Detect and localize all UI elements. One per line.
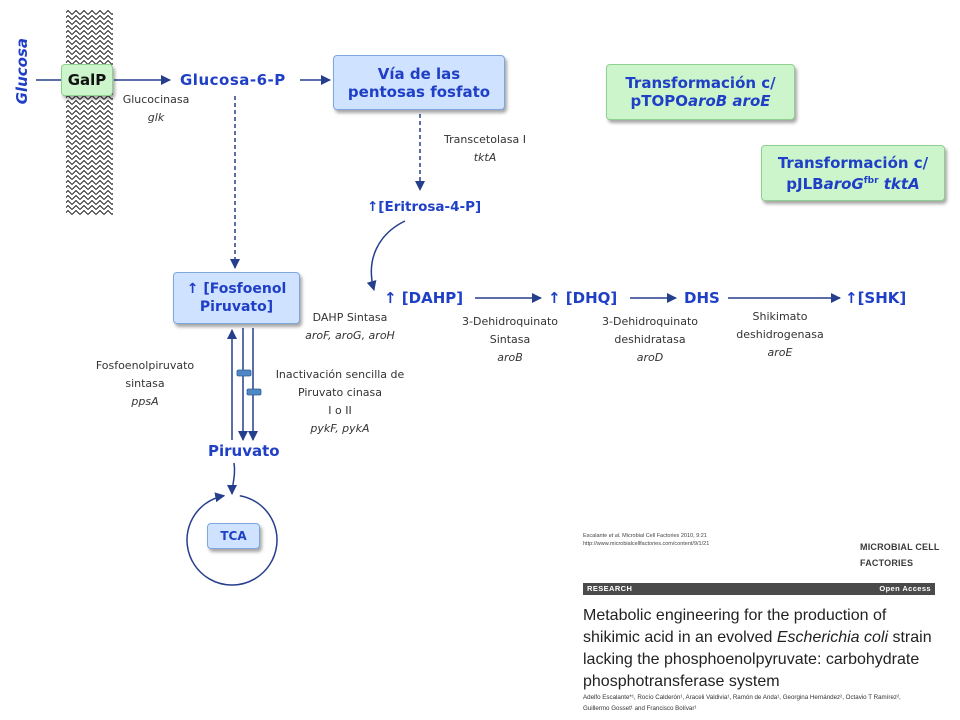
- transformation-1-plasmid: pTOPO: [630, 92, 688, 110]
- pyruvate-kinase-label: Inactivación sencilla de Piruvato cinasa…: [270, 366, 410, 438]
- pep-synthase-gene: ppsA: [131, 395, 159, 408]
- pep-line2: Piruvato]: [199, 299, 274, 315]
- paper-title-line2: shikimic acid in an evolved Escherichia …: [583, 627, 932, 649]
- dhq-dehydratase-line2: deshidratasa: [614, 333, 686, 346]
- dahp-synthase-label: DAHP Sintasa aroF, aroG, aroH: [280, 309, 420, 345]
- paper-citation-author: Escalante: [583, 533, 608, 539]
- erythrose-4-phosphate-label: ↑[Eritrosa-4-P]: [367, 199, 482, 215]
- ppp-line1: Vía de las: [377, 64, 461, 83]
- dhq-label: ↑ [DHQ]: [548, 289, 618, 307]
- shikimate-dehydrogenase-line1: Shikimato: [752, 310, 808, 323]
- transformation-2-line1: Transformación c/: [777, 153, 929, 172]
- pyruvate-kinase-line3: I o II: [328, 404, 352, 417]
- glucokinase-label: Glucocinasa glk: [86, 91, 226, 127]
- paper-authors-line2: Guillermo Gosset¹ and Francisco Bolívar¹: [583, 705, 697, 712]
- tca-cycle-icon: [186, 492, 278, 586]
- journal-name-line2: FACTORIES: [860, 558, 914, 568]
- paper-title-line2-b: strain: [892, 629, 932, 646]
- shikimate-dehydrogenase-line2: deshidrogenasa: [736, 328, 824, 341]
- transformation-2-line2: pJLBaroGfbr tktA: [786, 172, 919, 193]
- transketolase-label: Transcetolasa I tktA: [415, 131, 555, 167]
- transformation-2-gene-a-sup: fbr: [863, 175, 879, 186]
- dahp-label: ↑ [DAHP]: [384, 289, 464, 307]
- section-label: RESEARCH: [587, 584, 633, 593]
- inactivation-marker-2: [246, 388, 262, 396]
- pep-synthase-label: Fosfoenolpiruvato sintasa ppsA: [75, 357, 215, 411]
- glucose-label: Glucosa: [13, 38, 31, 105]
- dahp-synthase-genes: aroF, aroG, aroH: [305, 329, 395, 342]
- pep-synthase-line2: sintasa: [125, 377, 165, 390]
- paper-citation-rest: Microbial Cell Factories 2010, 9:21: [622, 533, 707, 539]
- transformation-2-gene-b: tktA: [883, 174, 920, 193]
- paper-title-line2-a: shikimic acid in an evolved: [583, 629, 773, 646]
- pyruvate-kinase-line1: Inactivación sencilla de: [275, 368, 405, 381]
- paper-header-inset: Escalante et al. Microbial Cell Factorie…: [580, 528, 939, 717]
- cell-membrane: [66, 10, 113, 215]
- transformation-1-genes: aroB aroE: [687, 92, 771, 110]
- transketolase-enzyme: Transcetolasa I: [444, 133, 526, 146]
- pyruvate-kinase-genes: pykF, pykA: [310, 422, 370, 435]
- glucokinase-gene: glk: [147, 111, 165, 124]
- glucokinase-enzyme: Glucocinasa: [122, 93, 190, 106]
- transketolase-gene: tktA: [473, 151, 497, 164]
- dhq-synthase-line2: Sintasa: [489, 333, 531, 346]
- paper-url: http://www.microbialcellfactories.com/co…: [583, 541, 710, 547]
- dhq-dehydratase-label: 3-Dehidroquinato deshidratasa aroD: [580, 313, 720, 367]
- paper-authors-line1: Adelfo Escalante*¹, Rocío Calderón¹, Ara…: [583, 694, 901, 701]
- transformation-1-line2: pTOPOaroB aroE: [630, 92, 770, 110]
- paper-title-line4: phosphotransferase system: [583, 673, 780, 690]
- dhq-synthase-gene: aroB: [497, 351, 523, 364]
- pyruvate-label: Piruvato: [208, 442, 280, 460]
- dhq-synthase-label: 3-Dehidroquinato Sintasa aroB: [440, 313, 580, 367]
- transformation-box-2: Transformación c/ pJLBaroGfbr tktA: [761, 145, 945, 201]
- pep-synthase-line1: Fosfoenolpiruvato: [95, 359, 195, 372]
- shikimate-dehydrogenase-label: Shikimato deshidrogenasa aroE: [710, 308, 850, 362]
- pyruvate-kinase-line2: Piruvato cinasa: [297, 386, 383, 399]
- transformation-box-1: Transformación c/ pTOPOaroB aroE: [606, 64, 795, 120]
- paper-title-line3: lacking the phosphoenolpyruvate: carbohy…: [583, 651, 920, 668]
- shikimate-dehydrogenase-gene: aroE: [767, 346, 793, 359]
- open-access-label: Open Access: [879, 584, 931, 593]
- shk-label: ↑[SHK]: [845, 289, 907, 307]
- dhq-dehydratase-gene: aroD: [636, 351, 664, 364]
- tca-box: TCA: [207, 523, 260, 549]
- paper-title-line1: Metabolic engineering for the production…: [583, 607, 887, 624]
- paper-citation-etal: et al.: [608, 533, 621, 539]
- dhq-synthase-line1: 3-Dehidroquinato: [462, 315, 558, 328]
- transformation-2-plasmid: pJLB: [786, 174, 824, 193]
- glucose-6-phosphate-label: Glucosa-6-P: [180, 71, 286, 89]
- transformation-1-line1: Transformación c/: [625, 74, 776, 92]
- galp-transporter-box: GalP: [61, 64, 113, 96]
- galp-label: GalP: [67, 71, 107, 89]
- pep-box: ↑ [Fosfoenol Piruvato]: [173, 272, 300, 324]
- dahp-synthase-enzyme: DAHP Sintasa: [312, 311, 388, 324]
- paper-title-italic: Escherichia coli: [776, 629, 889, 646]
- dhq-dehydratase-line1: 3-Dehidroquinato: [602, 315, 698, 328]
- journal-name-line1: MICROBIAL CELL: [860, 542, 940, 552]
- arrow-e4p-to-dahp: [366, 220, 406, 291]
- pep-line1: ↑ [Fosfoenol: [186, 281, 287, 297]
- transformation-2-gene-a: aroG: [823, 174, 864, 193]
- arrow-pyruvate-to-tca: [227, 462, 238, 495]
- tca-label: TCA: [220, 529, 247, 543]
- inactivation-marker-1: [236, 369, 252, 377]
- paper-citation: Escalante et al. Microbial Cell Factorie…: [583, 533, 707, 539]
- dhs-label: DHS: [684, 289, 720, 307]
- research-bar: RESEARCH Open Access: [583, 583, 935, 595]
- pentose-phosphate-pathway-box: Vía de las pentosas fosfato: [333, 55, 505, 110]
- ppp-line2: pentosas fosfato: [347, 82, 491, 101]
